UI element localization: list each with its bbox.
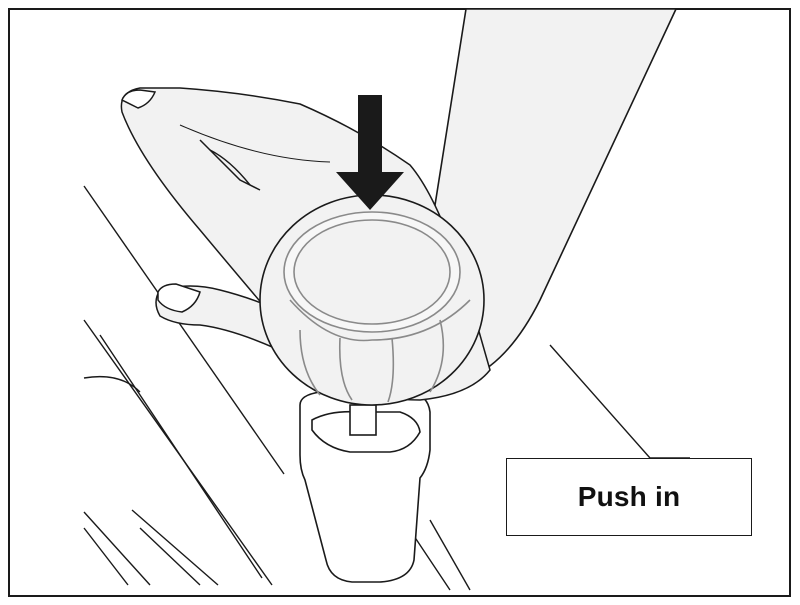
push-arrow-icon [336,95,404,210]
callout-label: Push in [577,481,681,512]
background-lines [83,185,471,591]
knob [259,194,485,406]
knob-post [299,391,431,583]
callout-box: Push in [506,458,752,536]
